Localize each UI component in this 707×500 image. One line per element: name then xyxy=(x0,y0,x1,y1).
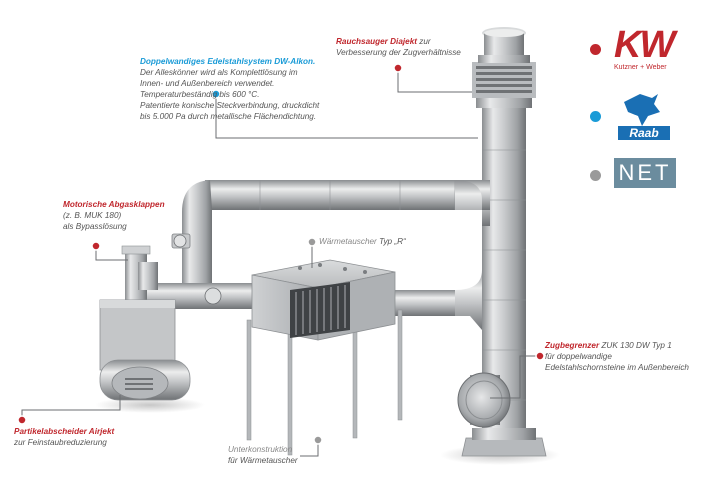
partikelabscheider xyxy=(99,245,191,401)
brand-dot-net xyxy=(590,170,601,181)
brand-dot-raab xyxy=(590,111,601,122)
svg-text:Raab: Raab xyxy=(629,126,658,140)
leader-dw-alkon xyxy=(215,94,478,139)
upper-bypass-pipe xyxy=(182,180,490,230)
leader-unterkonstruktion xyxy=(300,440,319,457)
raab-logo: Raab xyxy=(614,82,674,142)
label-zugbegrenzer: Zugbegrenzer ZUK 130 DW Typ 1 für doppel… xyxy=(545,341,689,372)
leader-partikel xyxy=(21,395,121,420)
kw-logo: KW Kutzner + Weber xyxy=(614,24,675,71)
net-logo: NET xyxy=(614,158,676,188)
label-rauchsauger: Rauchsauger Diajekt zur Verbesserung der… xyxy=(336,37,461,57)
label-partikel: Partikelabscheider Airjekt zur Feinstaub… xyxy=(14,427,115,447)
label-waermetauscher: Wärmetauscher Typ „R“ xyxy=(319,237,406,246)
leader-rauchsauger xyxy=(397,68,472,93)
abgasklappe xyxy=(171,225,212,290)
raab-bird-icon: Raab xyxy=(614,82,674,142)
leader-zugbegrenzer xyxy=(490,355,540,399)
label-dw-alkon: Doppelwandiges Edelstahlsystem DW-Alkon.… xyxy=(140,57,320,121)
label-abgasklappen: Motorische Abgasklappen (z. B. MUK 180) … xyxy=(63,200,165,231)
waermetauscher-box xyxy=(246,259,403,456)
label-unterkonstruktion: Unterkonstruktion für Wärmetauscher xyxy=(228,445,298,465)
zugbegrenzer xyxy=(457,372,511,428)
rauchsauger-diajekt xyxy=(472,27,536,108)
brand-dot-kw xyxy=(590,44,601,55)
